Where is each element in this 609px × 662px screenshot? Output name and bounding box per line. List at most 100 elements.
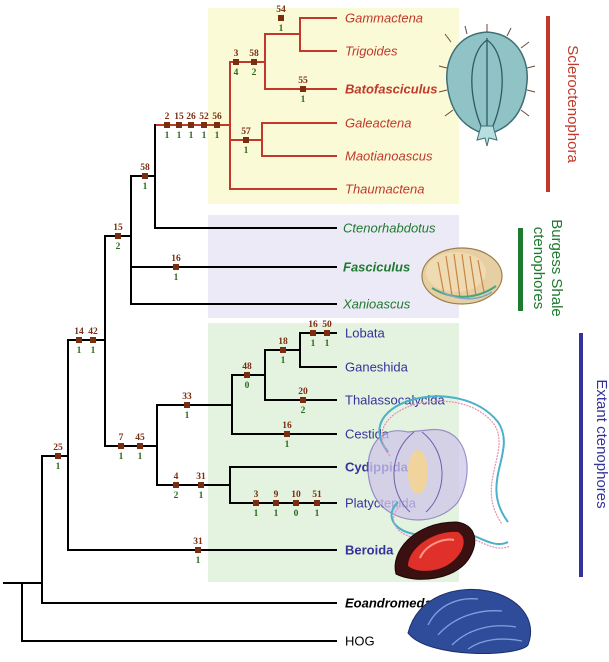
taxon-ctenorhabdotus: Ctenorhabdotus	[343, 221, 436, 236]
character-number: 7	[119, 433, 124, 443]
state-number: 4	[234, 68, 239, 78]
character-mark	[244, 372, 250, 378]
character-number: 48	[242, 362, 252, 372]
taxon-galeactena: Galeactena	[345, 116, 412, 131]
state-number: 2	[116, 242, 121, 252]
character-number: 52	[199, 112, 209, 122]
character-number: 42	[88, 327, 98, 337]
taxon-fasciculus: Fasciculus	[343, 260, 410, 275]
state-number: 1	[138, 452, 143, 462]
state-number: 2	[174, 491, 179, 501]
state-number: 1	[143, 182, 148, 192]
state-number: 1	[196, 556, 201, 566]
state-number: 0	[294, 509, 299, 519]
character-number: 4	[174, 472, 179, 482]
state-number: 1	[274, 509, 279, 519]
character-number: 58	[140, 163, 150, 173]
extant-bar	[579, 333, 583, 577]
character-number: 20	[298, 387, 308, 397]
state-number: 1	[77, 346, 82, 356]
character-number: 33	[182, 392, 192, 402]
character-number: 3	[254, 490, 259, 500]
state-number: 1	[202, 131, 207, 141]
state-number: 1	[254, 509, 259, 519]
character-number: 15	[113, 223, 123, 233]
character-number: 15	[174, 112, 184, 122]
character-mark	[76, 337, 82, 343]
state-number: 1	[177, 131, 182, 141]
taxon-maotianoascus: Maotianoascus	[345, 149, 433, 164]
character-number: 58	[249, 49, 259, 59]
scleroctenophora-background	[208, 8, 459, 204]
state-number: 0	[245, 381, 250, 391]
scleroctenophora-bar	[546, 16, 550, 192]
character-mark	[142, 173, 148, 179]
character-mark	[251, 59, 257, 65]
character-mark	[243, 137, 249, 143]
state-number: 1	[244, 146, 249, 156]
state-number: 1	[325, 339, 330, 349]
character-number: 14	[74, 327, 84, 337]
character-number: 31	[196, 472, 206, 482]
character-mark	[173, 482, 179, 488]
taxon-thalassocalycida: Thalassocalycida	[345, 393, 445, 408]
state-number: 1	[189, 131, 194, 141]
state-number: 2	[301, 406, 306, 416]
character-mark	[137, 443, 143, 449]
character-mark	[176, 122, 182, 128]
character-number: 3	[234, 49, 239, 59]
character-number: 16	[171, 254, 181, 264]
character-mark	[115, 233, 121, 239]
state-number: 1	[165, 131, 170, 141]
taxon-hog: HOG	[345, 634, 375, 649]
batofasciculus-reconstruction-icon	[438, 24, 536, 147]
character-number: 16	[308, 320, 318, 330]
character-number: 9	[274, 490, 279, 500]
character-mark	[90, 337, 96, 343]
beroid-reconstruction-icon	[394, 521, 476, 580]
burgess-label-line1: Burgess Shale	[548, 219, 565, 317]
state-number: 1	[285, 440, 290, 450]
character-mark	[284, 431, 290, 437]
taxon-xanioascus: Xanioascus	[342, 297, 411, 312]
taxon-beroida: Beroida	[345, 543, 394, 558]
character-mark	[314, 500, 320, 506]
state-number: 1	[199, 491, 204, 501]
character-mark	[201, 122, 207, 128]
scleroctenophora-label: Scleroctenophora	[564, 45, 581, 163]
character-mark	[324, 330, 330, 336]
state-number: 1	[119, 452, 124, 462]
character-number: 10	[291, 490, 301, 500]
character-mark	[214, 122, 220, 128]
character-number: 16	[282, 421, 292, 431]
character-number: 18	[278, 337, 288, 347]
character-mark	[173, 264, 179, 270]
state-number: 1	[91, 346, 96, 356]
character-number: 25	[53, 443, 63, 453]
character-number: 26	[186, 112, 196, 122]
character-mark	[198, 482, 204, 488]
character-mark	[55, 453, 61, 459]
extant-label: Extant ctenophores	[593, 379, 609, 508]
state-number: 1	[315, 509, 320, 519]
state-number: 1	[215, 131, 220, 141]
character-number: 31	[193, 537, 203, 547]
burgess-bar	[518, 228, 523, 311]
state-number: 2	[252, 68, 257, 78]
taxon-batofasciculus: Batofasciculus	[345, 82, 437, 97]
character-mark	[273, 500, 279, 506]
character-number: 45	[135, 433, 145, 443]
character-mark	[253, 500, 259, 506]
state-number: 1	[185, 411, 190, 421]
taxon-trigoides: Trigoides	[345, 44, 398, 59]
taxon-ganeshida: Ganeshida	[345, 360, 409, 375]
state-number: 1	[311, 339, 316, 349]
character-number: 57	[241, 127, 251, 137]
character-mark	[195, 547, 201, 553]
eoandromeda-reconstruction-icon	[407, 588, 532, 654]
taxon-gammactena: Gammactena	[345, 11, 423, 26]
character-mark	[233, 59, 239, 65]
state-number: 1	[279, 24, 284, 34]
character-number: 50	[322, 320, 332, 330]
